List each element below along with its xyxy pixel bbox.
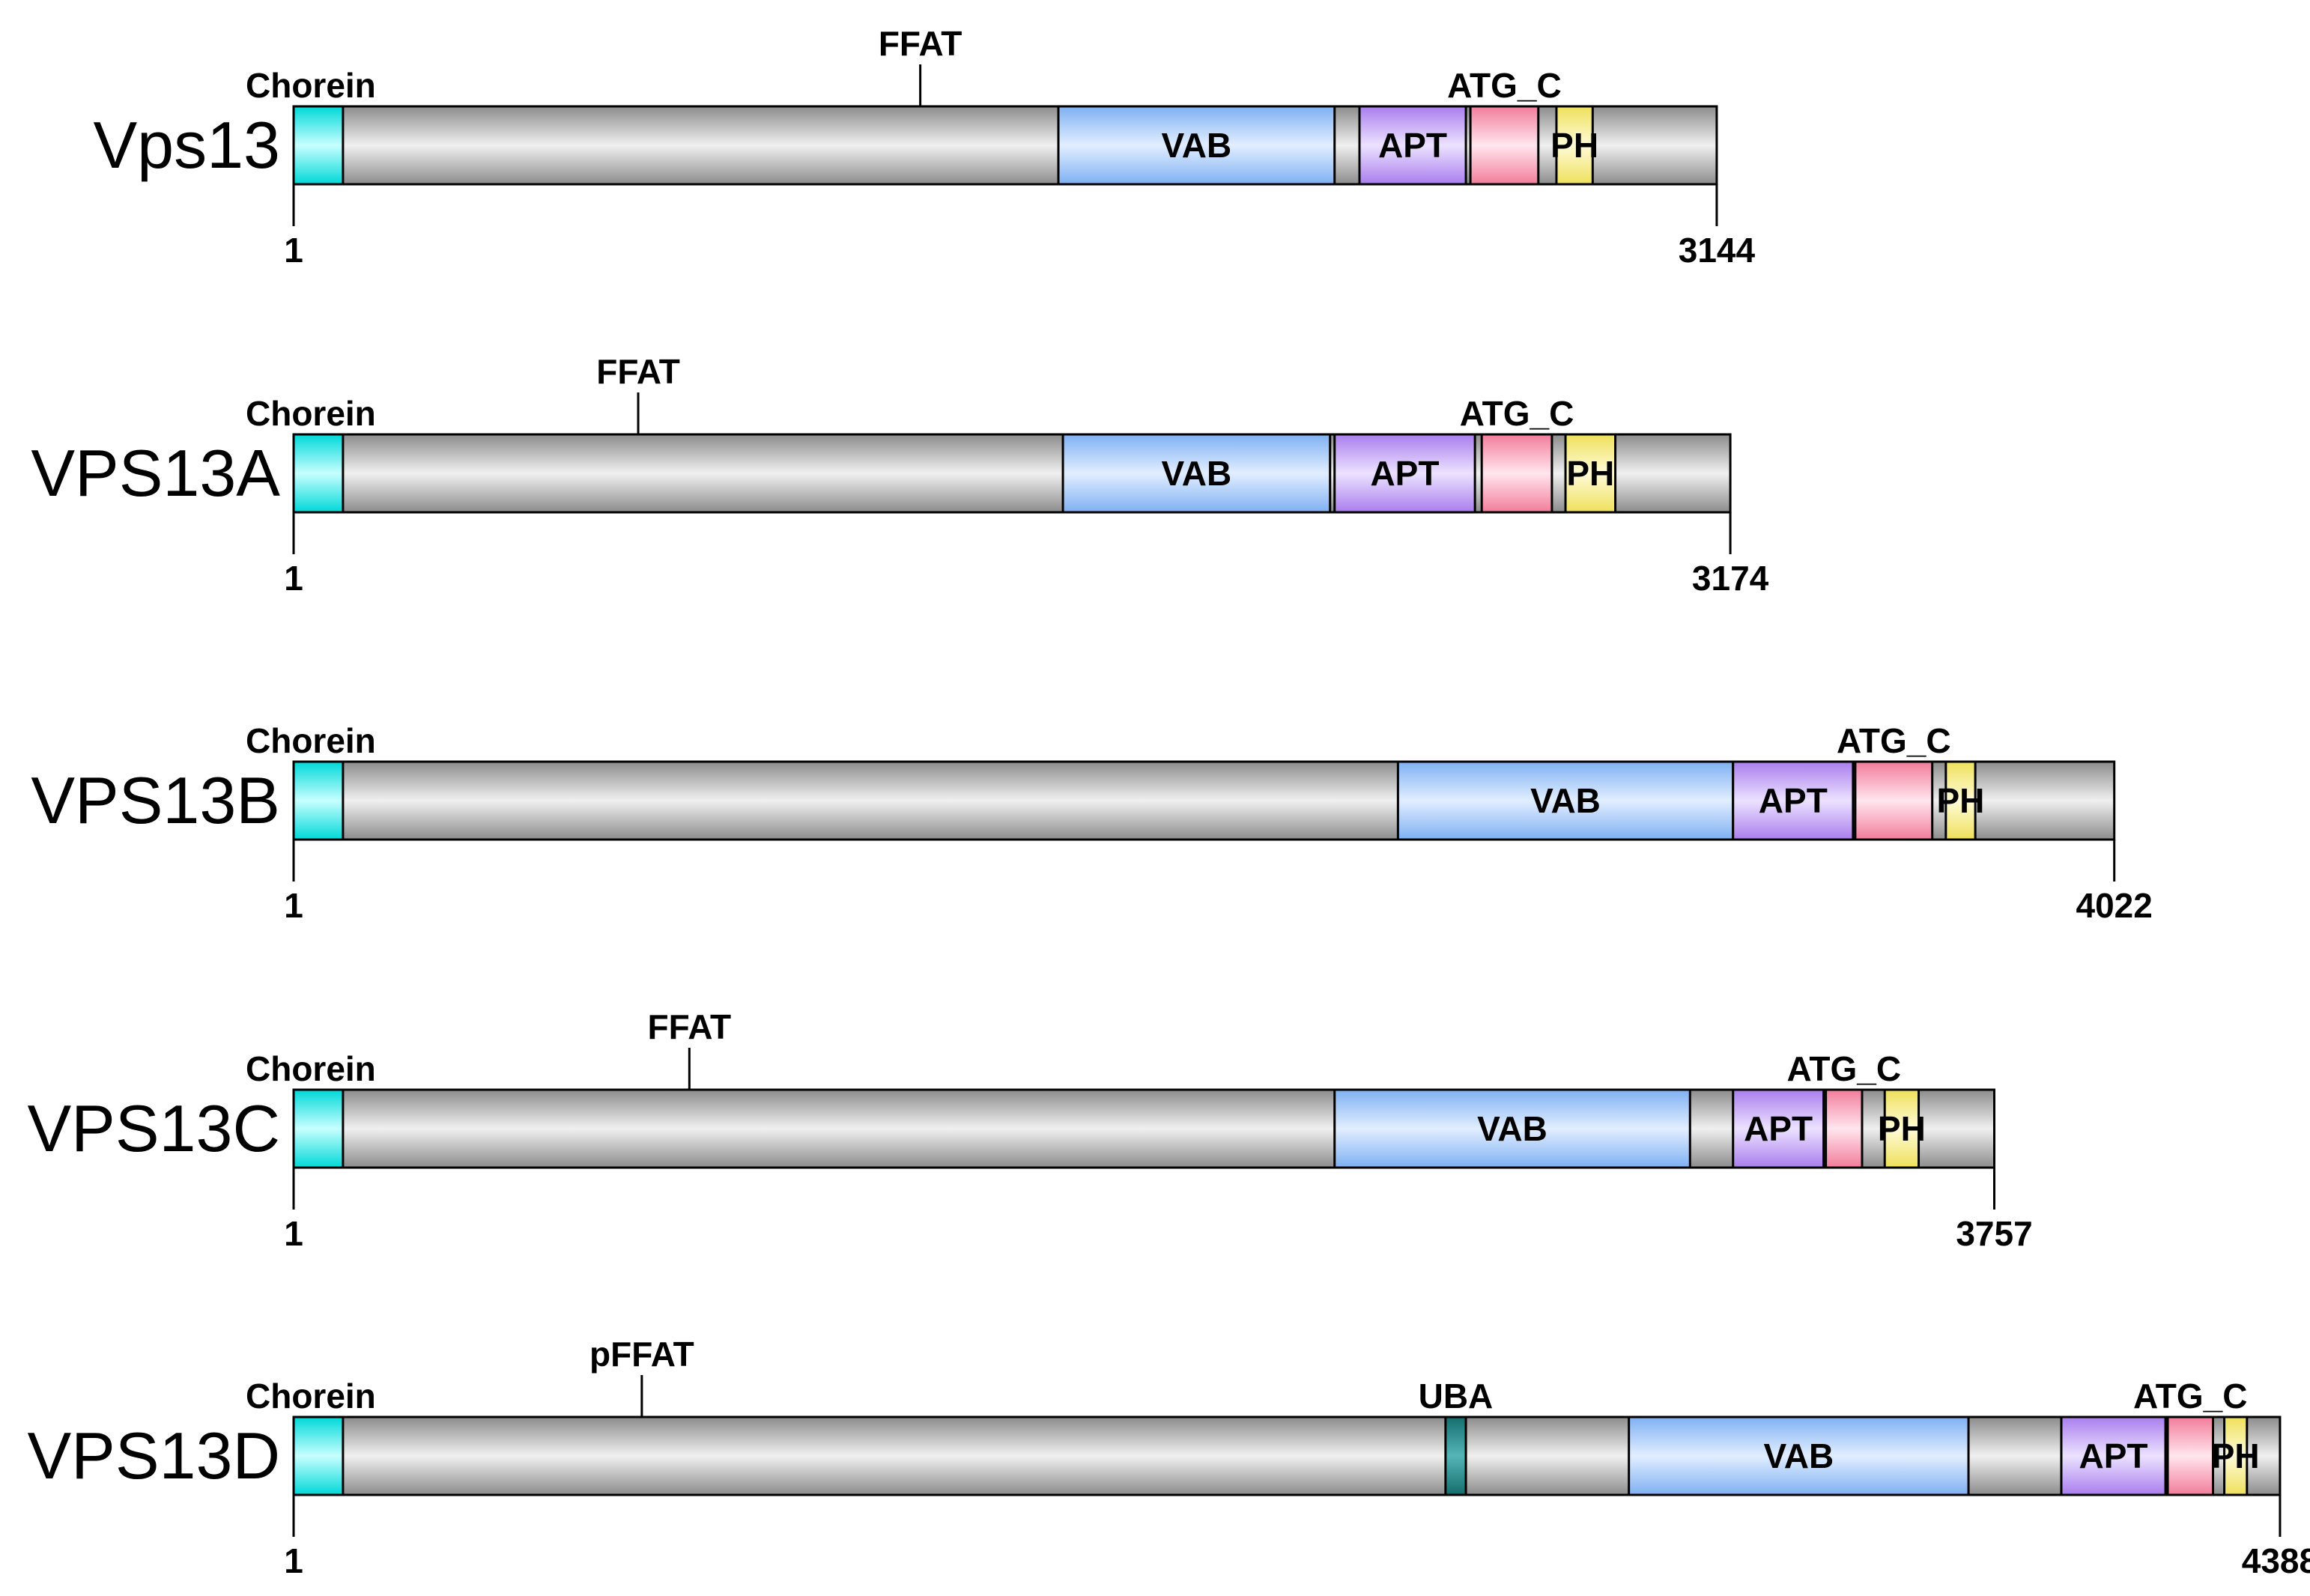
ffat-label: FFAT (648, 1007, 732, 1046)
atg-c-domain (1854, 760, 1934, 841)
end-residue-label: 4388 (2242, 1541, 2310, 1580)
atg-c-label: ATG_C (1447, 66, 1562, 105)
start-residue-label: 1 (284, 559, 303, 598)
vab-domain (1061, 433, 1332, 514)
ph-domain (1555, 105, 1594, 186)
protein-name: VPS13D (27, 1419, 280, 1493)
apt-domain (2060, 1416, 2167, 1496)
apt-domain (1358, 105, 1467, 186)
uba-domain (1444, 1416, 1467, 1496)
end-residue-label: 3174 (1692, 559, 1769, 598)
vab-label: VAB (1162, 454, 1232, 493)
atg-c-domain (1480, 433, 1553, 514)
protein-backbone (292, 1088, 1996, 1169)
chorein-label: Chorein (246, 66, 376, 105)
apt-domain (1333, 433, 1476, 514)
ph-domain (2223, 1416, 2249, 1496)
ffat-label: FFAT (879, 24, 962, 63)
protein-name: VPS13A (31, 436, 280, 510)
protein-name: VPS13C (27, 1091, 280, 1165)
apt-label: APT (1759, 781, 1828, 820)
atg-c-label: ATG_C (1787, 1049, 1902, 1088)
start-residue-label: 1 (284, 231, 303, 270)
ph-label: PH (1937, 781, 1985, 820)
ph-label: PH (2212, 1436, 2260, 1475)
apt-label: APT (1370, 454, 1439, 493)
vab-label: VAB (1477, 1109, 1547, 1148)
ph-domain (1564, 433, 1617, 514)
chorein-domain (292, 1416, 345, 1496)
chorein-label: Chorein (246, 721, 376, 760)
chorein-label: Chorein (246, 1049, 376, 1088)
vab-domain (1396, 760, 1735, 841)
chorein-domain (292, 1088, 345, 1169)
chorein-domain (292, 105, 345, 186)
atg-c-label: ATG_C (2133, 1377, 2248, 1416)
apt-domain (1732, 760, 1855, 841)
end-residue-label: 3757 (1956, 1214, 2032, 1253)
ph-label: PH (1566, 454, 1614, 493)
vab-label: VAB (1162, 126, 1232, 165)
ph-domain (1883, 1088, 1921, 1169)
ph-label: PH (1550, 126, 1598, 165)
end-residue-label: 3144 (1679, 231, 1756, 270)
atg-c-domain (1825, 1088, 1864, 1169)
apt-label: APT (1744, 1109, 1813, 1148)
ph-domain (1944, 760, 1977, 841)
atg-c-label: ATG_C (1460, 394, 1574, 433)
apt-domain (1732, 1088, 1825, 1169)
vab-domain (1333, 1088, 1691, 1169)
ffat-label: pFFAT (589, 1335, 694, 1374)
start-residue-label: 1 (284, 1541, 303, 1580)
vab-label: VAB (1530, 781, 1601, 820)
start-residue-label: 1 (284, 886, 303, 925)
uba-label: UBA (1419, 1377, 1494, 1416)
atg-c-domain (2166, 1416, 2214, 1496)
chorein-domain (292, 433, 345, 514)
protein-name: Vps13 (93, 108, 280, 182)
chorein-domain (292, 760, 345, 841)
apt-label: APT (1378, 126, 1447, 165)
vab-label: VAB (1763, 1436, 1834, 1475)
protein-name: VPS13B (31, 763, 280, 837)
chorein-label: Chorein (246, 394, 376, 433)
apt-label: APT (2079, 1436, 2147, 1475)
atg-c-domain (1469, 105, 1540, 186)
chorein-label: Chorein (246, 1377, 376, 1416)
vab-domain (1057, 105, 1336, 186)
ph-label: PH (1878, 1109, 1926, 1148)
atg-c-label: ATG_C (1837, 721, 1951, 760)
start-residue-label: 1 (284, 1214, 303, 1253)
vab-domain (1628, 1416, 1970, 1496)
protein-backbone (292, 1416, 2282, 1496)
ffat-label: FFAT (596, 352, 680, 391)
end-residue-label: 4022 (2076, 886, 2153, 925)
